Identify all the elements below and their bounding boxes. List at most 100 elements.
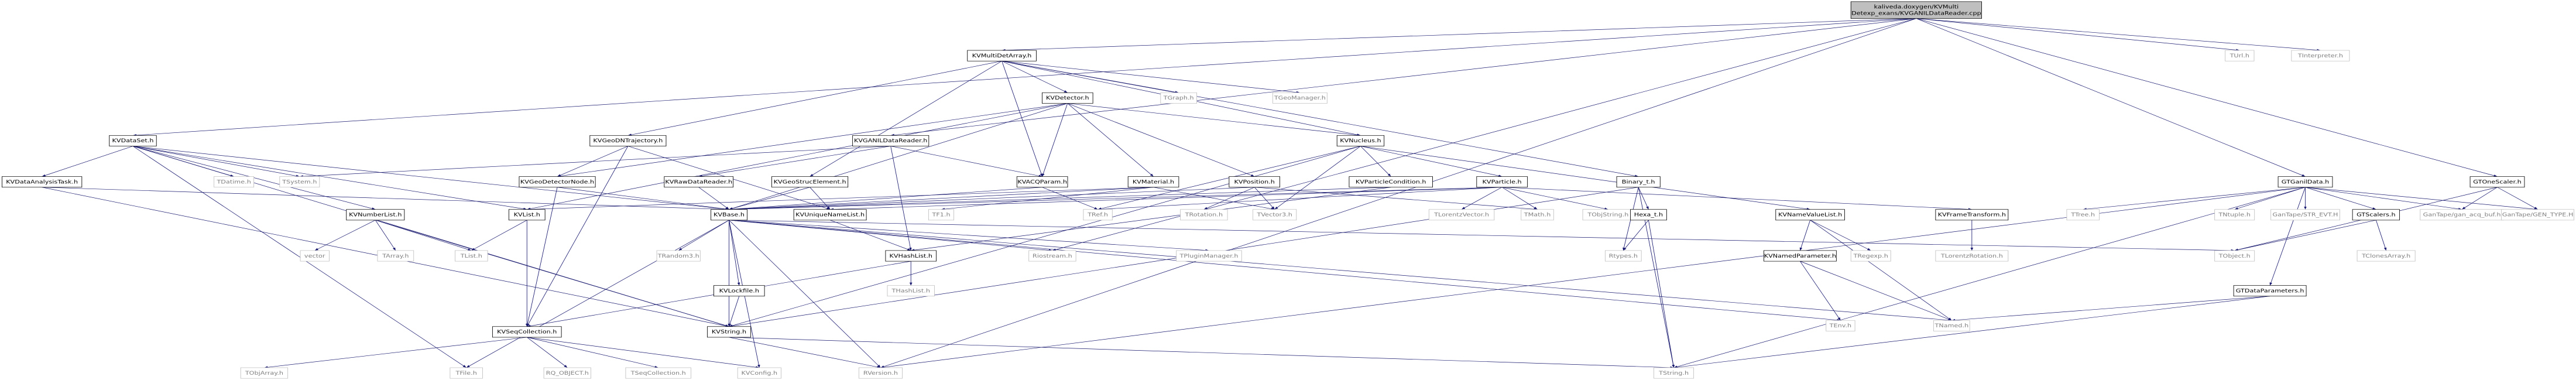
node-box xyxy=(346,209,405,221)
node-label: TDatime.h xyxy=(216,179,251,185)
node-box xyxy=(2501,209,2574,221)
node-kvparticle[interactable]: KVParticle.h xyxy=(1476,176,1528,188)
edge xyxy=(729,220,1841,321)
node-binaryt[interactable]: Binary_t.h xyxy=(1616,176,1661,188)
edge-kvseqcoll-to-kvconfig xyxy=(527,337,760,369)
node-kvdetector[interactable]: KVDetector.h xyxy=(1042,92,1093,104)
node-box xyxy=(492,326,562,338)
node-kvmaterial[interactable]: KVMaterial.h xyxy=(1127,176,1179,188)
node-box xyxy=(2352,209,2400,221)
edge-kvmaterial-to-tvector3 xyxy=(1153,187,1275,210)
node-kvdataset[interactable]: KVDataSet.h xyxy=(109,135,157,146)
node-tunit: TUrl.h xyxy=(2225,50,2255,61)
edge xyxy=(2461,187,2498,210)
edge-gtscalers-to-tclonesarray xyxy=(2375,220,2387,251)
edge-kvdetector-to-kvposition xyxy=(1067,103,1255,177)
node-box xyxy=(711,209,747,221)
node-gtscalers[interactable]: GTScalers.h xyxy=(2352,209,2400,221)
node-kvnamedparam[interactable]: KVNamedParameter.h xyxy=(1763,250,1837,262)
node-trotation: TRotation.h xyxy=(1180,209,1228,221)
edge-gtganildata-to-gtdataparams xyxy=(2269,187,2306,286)
edge-kvbase-to-tenv xyxy=(729,220,1841,321)
node-label: Detexp_exans/KVGANILDataReader.cpp xyxy=(1851,11,1981,16)
edge xyxy=(299,146,891,178)
node-kvnumberlist[interactable]: KVNumberList.h xyxy=(346,209,405,221)
node-gtdataparams[interactable]: GTDataParameters.h xyxy=(2233,285,2307,297)
node-label: Rtypes.h xyxy=(1609,254,1638,259)
node-kvbase[interactable]: KVBase.h xyxy=(711,209,747,221)
node-kvseqcoll[interactable]: KVSeqCollection.h xyxy=(492,326,562,338)
node-label: Binary_t.h xyxy=(1622,179,1655,185)
edge-gtganildata-to-tntuple xyxy=(2234,187,2306,210)
edge-root-to-kvganildr xyxy=(890,18,1916,136)
node-kvconfig: KVConfig.h xyxy=(737,367,781,379)
edge-gtganildata-to-gtscalers xyxy=(2305,187,2376,210)
edge xyxy=(1254,187,1275,210)
node-kvnamedvaluelist[interactable]: KVNameValueList.h xyxy=(1775,209,1845,221)
edge xyxy=(2234,187,2306,210)
node-kvuniquename[interactable]: KVUniqueNameList.h xyxy=(793,209,867,221)
node-kvrawdr[interactable]: KVRawDataReader.h xyxy=(664,176,734,188)
node-kvstring[interactable]: KVString.h xyxy=(706,326,752,338)
node-hexat[interactable]: Hexa_t.h xyxy=(1630,209,1667,221)
node-kvframetransform[interactable]: KVFrameTransform.h xyxy=(1935,209,2009,221)
edge-kvdetector-to-kvacqparam xyxy=(1041,103,1068,177)
node-kvganildr[interactable]: KVGANILDataReader.h xyxy=(852,135,929,146)
node-trandom3: TRandom3.h xyxy=(656,250,701,262)
node-box xyxy=(887,285,935,297)
node-vector: vector xyxy=(300,250,330,262)
edge-gtganildata-to-ttree xyxy=(2083,187,2306,211)
node-kvhashlist[interactable]: KVHashList.h xyxy=(885,250,937,262)
node-kvacqparam[interactable]: KVACQParam.h xyxy=(1016,176,1068,188)
edge xyxy=(890,146,912,251)
edge-kvgeodntraj-to-kvseqcoll xyxy=(526,146,629,327)
node-kvlist[interactable]: KVList.h xyxy=(508,209,546,221)
node-tntuple: TNtuple.h xyxy=(2214,209,2255,221)
node-box xyxy=(2469,176,2525,188)
node-kvnucleus[interactable]: KVNucleus.h xyxy=(1336,135,1385,146)
node-box xyxy=(1253,209,1297,221)
edge-kvdataset-to-tsystem xyxy=(132,146,300,177)
edge xyxy=(132,18,1916,136)
node-kvgeodetnode[interactable]: KVGeoDetectorNode.h xyxy=(519,176,596,188)
edge-multidetarray-to-kvacqparam xyxy=(1001,61,1043,177)
node-tf1: TF1.h xyxy=(928,209,955,221)
node-box xyxy=(1127,176,1179,188)
edge xyxy=(728,296,740,327)
edge xyxy=(557,103,1068,177)
edge xyxy=(1360,146,1391,177)
node-kvposition[interactable]: KVPosition.h xyxy=(1229,176,1280,188)
node-multidetarray[interactable]: KVMultiDetArray.h xyxy=(967,50,1037,61)
edge-kvposition-to-tvector3 xyxy=(1254,187,1275,210)
edge xyxy=(471,220,527,251)
edge-kvdetector-to-kvnucleus xyxy=(1067,103,1361,136)
edge xyxy=(1800,261,1841,321)
edge-kvnucleus-to-kvparticle xyxy=(1360,146,1503,177)
node-box xyxy=(1826,320,1855,331)
node-gtganildata[interactable]: GTGanilData.h xyxy=(2277,176,2333,188)
node-box xyxy=(1935,250,2009,262)
node-label: KVList.h xyxy=(514,212,540,218)
edge-multidetarray-to-kvgeostruc xyxy=(809,60,1002,177)
node-gtonescaler[interactable]: GTOneScaler.h xyxy=(2469,176,2525,188)
node-root[interactable]: kaliveda.doxygen/KVMultiDetexp_exans/KVG… xyxy=(1850,1,1982,19)
node-label: KVGeoStrucElement.h xyxy=(774,179,846,185)
edge-root-to-gtganildata xyxy=(1916,18,2306,177)
node-kvpartcond[interactable]: KVParticleCondition.h xyxy=(1349,176,1433,188)
edge xyxy=(526,337,568,368)
edge xyxy=(1254,187,1538,211)
node-label: TClonesArray.h xyxy=(2361,254,2410,259)
edge-kvganildr-to-tsystem xyxy=(299,146,891,178)
edge xyxy=(1461,187,1503,210)
node-kvdatanaltask[interactable]: KVDataAnalysisTask.h xyxy=(2,176,83,188)
edge-kvmaterial-to-kvbase xyxy=(729,187,1154,211)
node-box xyxy=(1042,92,1093,104)
node-label: KVGeoDNTrajectory.h xyxy=(593,138,663,144)
node-kvlockfile[interactable]: KVLockfile.h xyxy=(714,285,765,297)
edge xyxy=(729,220,1952,321)
edge xyxy=(375,220,396,251)
node-kvgeodntraj[interactable]: KVGeoDNTrajectory.h xyxy=(589,135,667,146)
edge-gtganildata-to-gantapeacq xyxy=(2305,187,2462,210)
edge xyxy=(314,220,376,251)
node-kvgeostruc[interactable]: KVGeoStrucElement.h xyxy=(771,176,849,188)
